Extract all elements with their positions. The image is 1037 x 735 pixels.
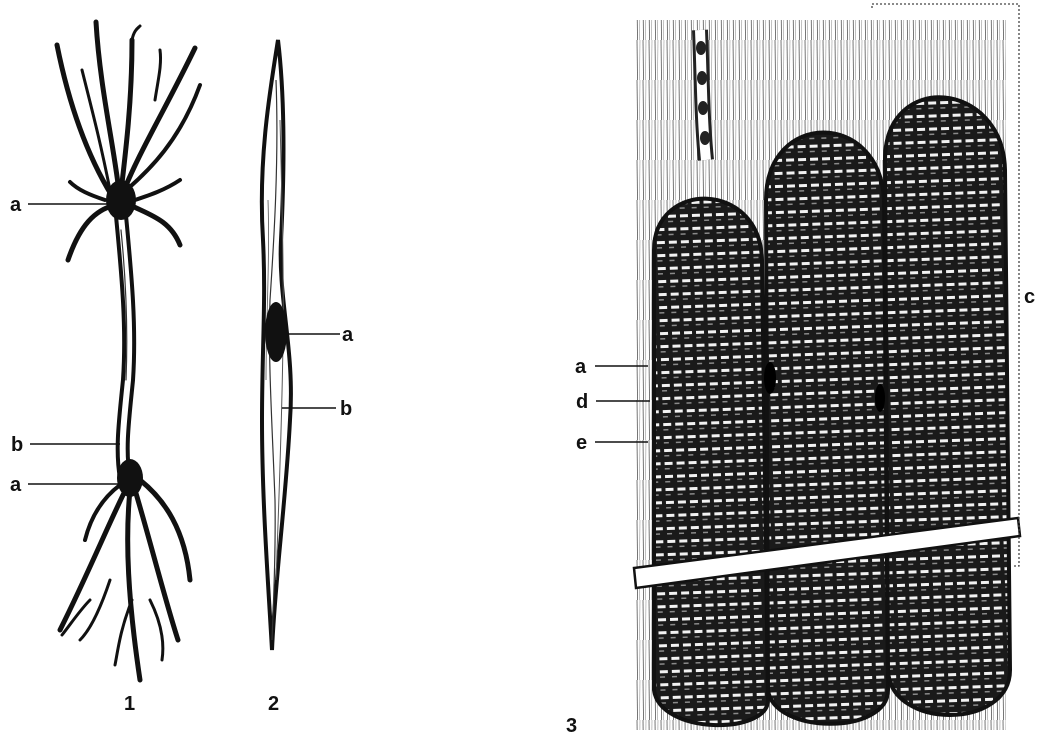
figure-2-caption: 2	[268, 693, 279, 715]
figure-1-label-a-bottom: a	[10, 474, 22, 496]
figure-3-nucleus-1	[764, 362, 776, 394]
figure-3-nucleus-2	[875, 384, 885, 412]
figure-3-label-a: a	[575, 356, 587, 378]
figure-1-nucleus-top	[106, 180, 136, 220]
figure-3-label-e: e	[576, 432, 587, 454]
figure-2-label-a: a	[342, 324, 354, 346]
figure-3-caption: 3	[566, 715, 577, 735]
figure-2-cell: a b 2	[262, 40, 354, 715]
figure-1-nucleus-bottom	[117, 459, 143, 497]
figure-2-label-b: b	[340, 398, 352, 420]
figure-3-fibers: a d e c 3	[566, 4, 1035, 735]
figure-1-label-b: b	[11, 434, 23, 456]
figure-1-caption: 1	[124, 693, 135, 715]
figure-1-label-a-top: a	[10, 194, 22, 216]
figure-1-cell: a b a 1	[10, 22, 200, 715]
figure-3-label-c: c	[1024, 286, 1035, 308]
figure-2-nucleus	[265, 302, 287, 362]
figure-3-label-d: d	[576, 391, 588, 413]
